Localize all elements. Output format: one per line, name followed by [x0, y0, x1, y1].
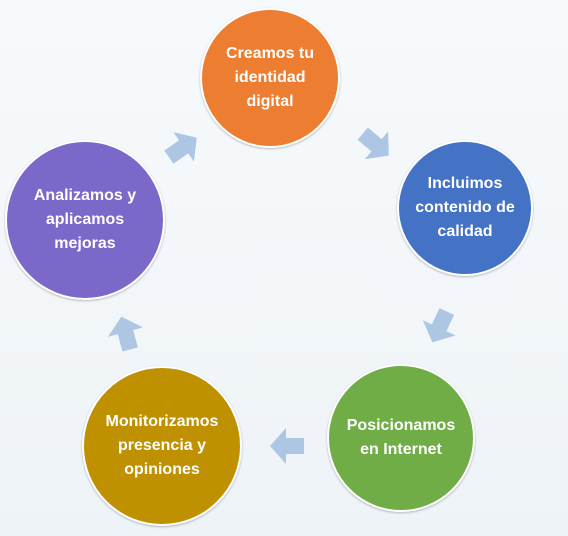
arrow-shape-1 [357, 127, 389, 160]
arrow-position-to-monitor [266, 424, 310, 468]
node-incluimos-contenido: Incluimos contenido de calidad [397, 140, 533, 276]
node-label: Creamos tu identidad digital [225, 45, 315, 110]
node-label: Analizamos y aplicamos mejoras [33, 187, 137, 252]
arrow-identity-to-content [353, 122, 397, 166]
node-label: Posicionamos en Internet [346, 417, 456, 458]
node-posicionamos: Posicionamos en Internet [327, 364, 475, 512]
arrow-shape-5 [164, 132, 197, 164]
arrow-shape-2 [422, 308, 456, 343]
node-label: Incluimos contenido de calidad [415, 175, 515, 240]
arrow-monitor-to-analyze [104, 312, 148, 356]
node-creamos-identidad: Creamos tu identidad digital [200, 8, 340, 148]
arrow-analyze-to-identity [160, 126, 204, 170]
arrow-shape-3 [270, 428, 304, 464]
arrow-shape-4 [108, 316, 143, 352]
node-analizamos: Analizamos y aplicamos mejoras [5, 140, 165, 300]
node-label: Monitorizamos presencia y opiniones [105, 413, 219, 478]
node-monitorizamos: Monitorizamos presencia y opiniones [82, 366, 242, 526]
arrow-content-to-position [418, 304, 462, 348]
